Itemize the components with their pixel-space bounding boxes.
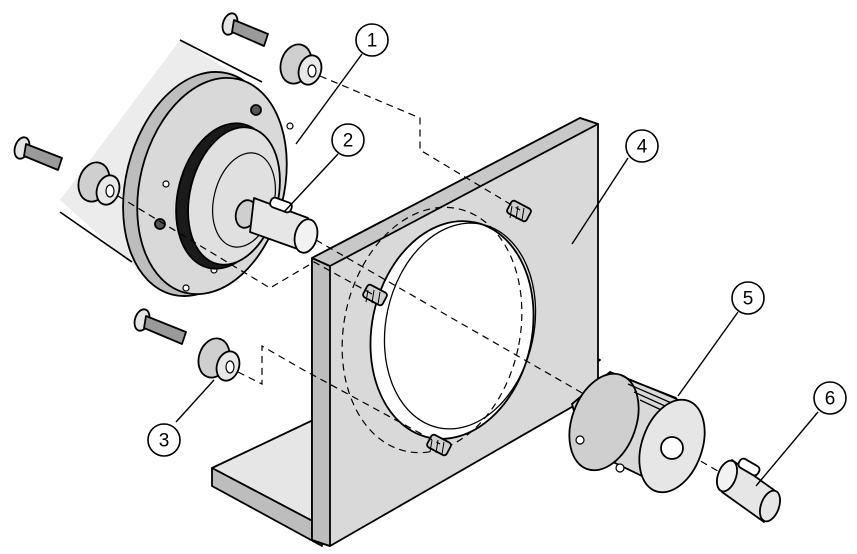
screw-top-thread [231,19,269,47]
shaft-coupling [568,371,706,494]
callout-1-label: 1 [367,31,378,52]
flange-small-hole-1 [162,180,170,188]
screw-left-thread [23,143,63,171]
bracket-plate-edge [311,257,331,547]
screw-bottom [133,308,187,345]
callout-2: 2 [331,123,365,157]
bracket-bore-inner-edge [383,222,537,430]
flange-small-hole-2 [182,284,190,292]
leader-2 [283,153,339,213]
coupling-back-face [568,372,640,472]
leader-lines [175,53,819,487]
callout-4-label: 4 [637,137,648,158]
bushing-top [279,43,323,86]
mounting-bracket [211,117,601,547]
callout-4: 4 [625,129,659,163]
axis-left-screw [117,195,373,295]
leader-6 [755,411,819,487]
coupling-set-screw-hole-1 [575,435,585,445]
shaft-end-face [293,218,319,254]
leader-3 [175,379,215,423]
callout-5-label: 5 [743,289,754,310]
coupling-set-screw-hole-2 [615,463,625,473]
callout-6-label: 6 [825,389,836,410]
axis-bottom-screw [237,344,441,445]
callout-3-label: 3 [159,431,170,452]
drive-shaft-keyway [737,457,761,477]
leader-4 [571,157,629,245]
bracket-threaded-hole-top [506,199,532,223]
bracket-threaded-hole-bottom [426,433,452,457]
bracket-plate-top-edge [311,117,599,267]
bracket-base-edge [211,467,323,547]
callout-5: 5 [731,281,765,315]
callout-6: 6 [813,381,847,415]
leader-1 [295,53,363,145]
drive-shaft-far-end [759,489,781,523]
bushing-left [77,161,121,206]
axis-top-screw [319,75,521,211]
flange-small-hole-3 [286,122,294,130]
flange-hole-top [250,104,262,116]
callout-2-label: 2 [343,131,354,152]
bracket-pilot-circle [341,206,523,454]
leader-5 [677,311,739,397]
drive-shaft-end [716,459,738,493]
spacer-bushing [197,337,241,382]
coupling-bore [660,436,684,460]
screw-bottom-thread [143,315,187,345]
callout-3: 3 [147,423,181,457]
drive-shaft [716,457,781,523]
screw-top [221,12,269,47]
callout-1: 1 [355,23,389,57]
screw-left [13,136,63,171]
